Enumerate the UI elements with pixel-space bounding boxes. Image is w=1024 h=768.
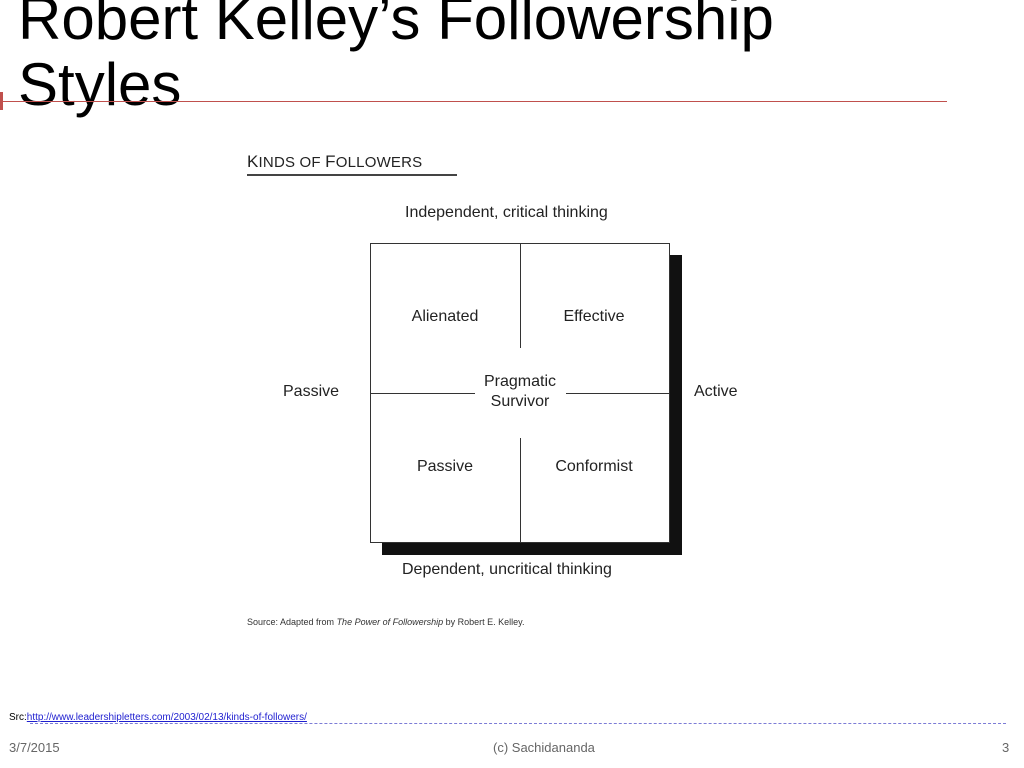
slide-title-line1: Robert Kelley’s Followership (18, 0, 774, 52)
center-label-line1: Pragmatic (483, 373, 557, 390)
axis-label-top: Independent, critical thinking (405, 204, 608, 221)
diagram-heading-initial-f: F (325, 152, 336, 171)
src-label: Src (9, 712, 24, 723)
accent-bar (0, 92, 3, 110)
quadrant-alienated: Alienated (411, 308, 479, 325)
quadrant-passive: Passive (416, 458, 474, 475)
source-suffix: by Robert E. Kelley. (443, 617, 525, 627)
grid-divider-horizontal-right (566, 393, 669, 394)
slide-title: Robert Kelley’s Followership Styles (18, 0, 774, 118)
quadrant-conformist: Conformist (555, 458, 633, 475)
axis-label-bottom: Dependent, uncritical thinking (402, 561, 612, 578)
footer-dashed-rule (30, 723, 1006, 724)
src-link[interactable]: http://www.leadershipletters.com/2003/02… (26, 712, 307, 723)
title-underline (0, 101, 947, 102)
footer-author: (c) Sachidananda (493, 740, 595, 755)
center-label-line2: Survivor (490, 393, 550, 410)
diagram-heading-part1: INDS OF (258, 154, 326, 171)
diagram-heading: KINDS OF FOLLOWERS (247, 152, 422, 172)
footer-page-number: 3 (1002, 740, 1010, 755)
diagram-heading-part2: OLLOWERS (335, 154, 423, 171)
footer-date: 3/7/2015 (9, 740, 60, 755)
grid-divider-horizontal-left (371, 393, 475, 394)
source-prefix: Source: Adapted from (247, 617, 337, 627)
center-label: Pragmatic Survivor (470, 372, 570, 412)
diagram-source: Source: Adapted from The Power of Follow… (247, 617, 524, 627)
quadrant-effective: Effective (563, 308, 625, 325)
axis-label-right: Active (694, 383, 738, 400)
axis-label-left: Passive (283, 383, 340, 400)
diagram-heading-initial-k: K (247, 152, 259, 171)
src-citation: Src:http://www.leadershipletters.com/200… (9, 712, 307, 723)
grid-divider-vertical-bottom (520, 438, 521, 542)
diagram-heading-rule (247, 174, 457, 176)
grid-divider-vertical-top (520, 244, 521, 348)
source-book-title: The Power of Followership (336, 617, 444, 627)
slide-title-line2: Styles (18, 51, 182, 118)
